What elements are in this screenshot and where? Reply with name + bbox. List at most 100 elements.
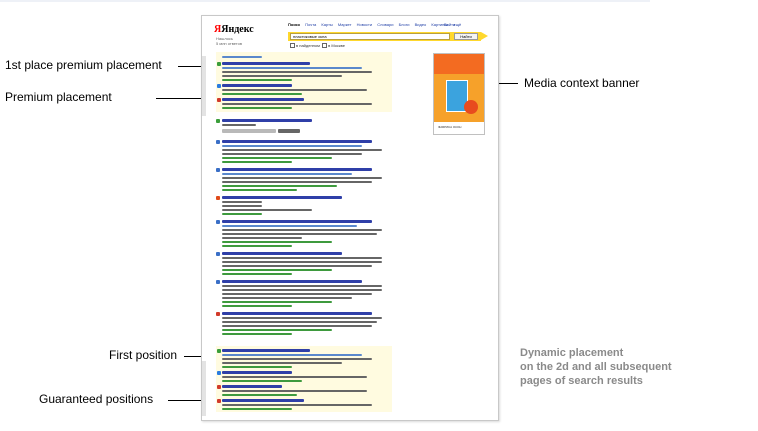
result-title[interactable] xyxy=(222,312,372,315)
guaranteed-ad1-text xyxy=(222,362,342,364)
ad1-text xyxy=(222,71,372,73)
favicon-icon xyxy=(217,371,221,375)
result-url[interactable] xyxy=(222,273,292,275)
callout-line xyxy=(168,400,212,401)
results-count: Нашлось xyxy=(216,36,234,41)
result-url[interactable] xyxy=(222,185,337,187)
tab-market[interactable]: Маркет xyxy=(337,22,352,27)
result-snippet xyxy=(222,317,382,319)
result-snippet xyxy=(222,293,372,295)
result-url[interactable] xyxy=(222,333,292,335)
result-sitelinks[interactable] xyxy=(222,173,352,175)
callout-first-position: First position xyxy=(109,348,178,362)
tab-dictionaries[interactable]: Словари xyxy=(377,22,394,27)
discount-badge-icon xyxy=(464,100,478,114)
result-snippet xyxy=(222,261,382,263)
result-snippet xyxy=(222,285,382,287)
ad2-url[interactable] xyxy=(222,93,302,95)
ad1-url[interactable] xyxy=(222,79,292,81)
yandex-logo[interactable]: ЯЯндекс xyxy=(214,24,254,35)
result-title[interactable] xyxy=(222,280,362,283)
result-url[interactable] xyxy=(222,245,292,247)
checkbox-icon[interactable] xyxy=(322,43,328,49)
result-url[interactable] xyxy=(222,301,332,303)
callout-dynamic-3: pages of search results xyxy=(520,375,643,387)
result-url[interactable] xyxy=(222,329,332,331)
tab-mail[interactable]: Почта xyxy=(305,22,317,27)
favicon-icon xyxy=(216,252,220,256)
result-url[interactable] xyxy=(222,241,332,243)
result-url[interactable] xyxy=(222,269,332,271)
guaranteed-ad1-title[interactable] xyxy=(222,349,310,352)
search-button[interactable]: Найти xyxy=(454,33,478,40)
result-title[interactable] xyxy=(222,196,342,199)
ad3-text xyxy=(222,103,372,105)
ad1-sitelinks[interactable] xyxy=(222,67,362,69)
ad3-url[interactable] xyxy=(222,107,292,109)
callout-line xyxy=(156,98,212,99)
tab-search[interactable]: Поиск xyxy=(288,22,301,27)
ad1-title[interactable] xyxy=(222,62,310,65)
login-link[interactable]: Войти xyxy=(444,22,456,27)
search-input[interactable]: пластиковые окна xyxy=(290,33,450,40)
search-bar: пластиковые окна Найти xyxy=(288,32,488,41)
guaranteed-ad1-text xyxy=(222,358,372,360)
region-text xyxy=(222,124,256,126)
guaranteed-ad4-title[interactable] xyxy=(222,399,304,402)
callout-dynamic-1: Dynamic placement xyxy=(520,347,624,359)
result-url[interactable] xyxy=(222,161,292,163)
result-url[interactable] xyxy=(222,305,292,307)
result-sitelinks[interactable] xyxy=(222,225,357,227)
result-url[interactable] xyxy=(222,189,297,191)
result-snippet xyxy=(222,289,382,291)
region-result-title[interactable] xyxy=(222,119,312,122)
favicon-icon xyxy=(217,349,221,353)
tab-maps[interactable]: Карты xyxy=(321,22,333,27)
checkbox-icon[interactable] xyxy=(290,43,295,49)
result-url[interactable] xyxy=(222,213,262,215)
result-snippet xyxy=(222,201,262,203)
guaranteed-ad3-url[interactable] xyxy=(222,394,297,396)
result-snippet xyxy=(222,265,372,267)
guaranteed-ad-block xyxy=(216,346,392,412)
result-title[interactable] xyxy=(222,252,342,255)
callout-first-place-premium: 1st place premium placement xyxy=(5,58,162,72)
callout-premium: Premium placement xyxy=(5,90,112,104)
premium-ad-block xyxy=(216,52,392,112)
favicon-icon xyxy=(217,62,221,66)
result-snippet xyxy=(222,209,312,211)
tab-news[interactable]: Новости xyxy=(356,22,373,27)
scroll-marker xyxy=(202,56,206,116)
guaranteed-ad4-url[interactable] xyxy=(222,408,292,410)
tab-video[interactable]: Видео xyxy=(414,22,427,27)
favicon-icon xyxy=(217,399,221,403)
ad3-title[interactable] xyxy=(222,98,304,101)
guaranteed-ad2-title[interactable] xyxy=(222,371,292,374)
tab-more[interactable]: ещё xyxy=(453,22,462,27)
guaranteed-ad3-title[interactable] xyxy=(222,385,282,388)
region-input[interactable] xyxy=(222,129,276,133)
guaranteed-ad2-url[interactable] xyxy=(222,380,302,382)
guaranteed-ad1-url[interactable] xyxy=(222,366,292,368)
result-snippet xyxy=(222,325,372,327)
result-url[interactable] xyxy=(222,157,332,159)
window-icon xyxy=(446,80,468,112)
guaranteed-ad2-text xyxy=(222,376,367,378)
result-snippet xyxy=(222,237,302,239)
tab-blogs[interactable]: Блоги xyxy=(398,22,410,27)
banner-footer: ФАБРИКА ОКОН xyxy=(438,125,462,129)
region-button[interactable] xyxy=(278,129,300,133)
result-title[interactable] xyxy=(222,168,372,171)
guaranteed-ad1-sitelinks[interactable] xyxy=(222,354,362,356)
search-options: в найденном в Москве xyxy=(290,43,345,49)
tab-images[interactable]: Картинки xyxy=(431,22,449,27)
top-divider xyxy=(0,0,650,2)
result-sitelinks[interactable] xyxy=(222,145,362,147)
all-ads-link[interactable] xyxy=(222,56,262,58)
result-title[interactable] xyxy=(222,140,372,143)
ad2-title[interactable] xyxy=(222,84,292,87)
favicon-icon xyxy=(216,140,220,144)
ad1-text xyxy=(222,75,342,77)
result-title[interactable] xyxy=(222,220,372,223)
media-context-banner[interactable]: ФАБРИКА ОКОН xyxy=(433,53,485,135)
